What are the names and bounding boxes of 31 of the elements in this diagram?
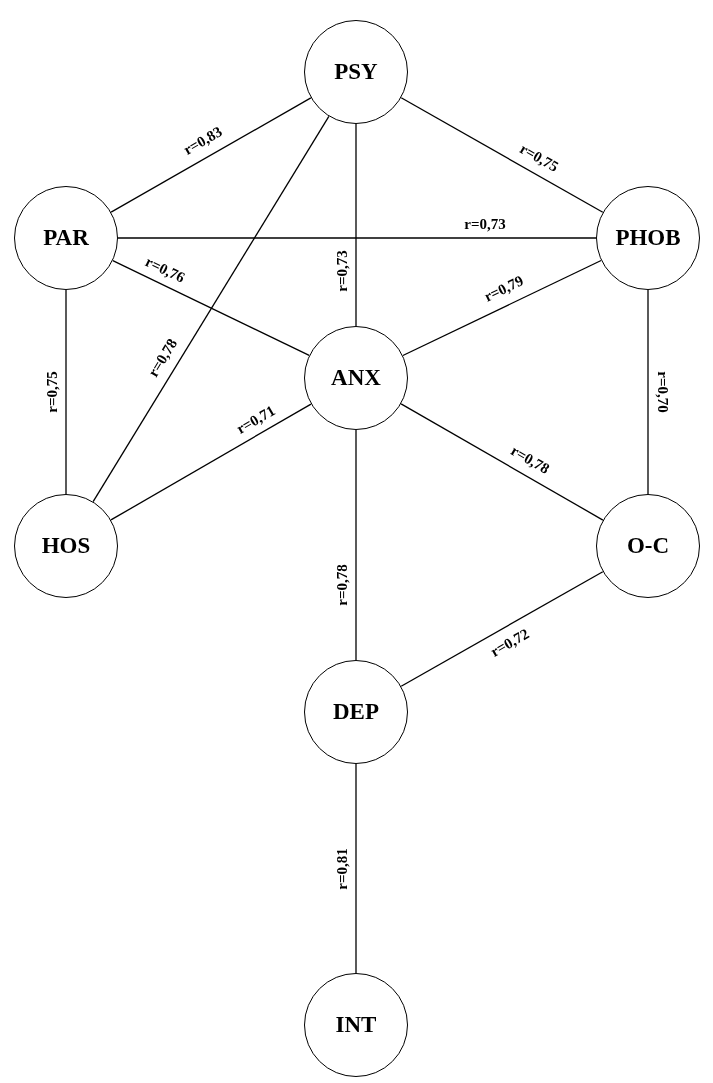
edge-label: r=0,75 [517, 140, 561, 175]
connector-line [402, 259, 602, 357]
edge-label: r=0,70 [654, 371, 670, 413]
connector-line [110, 403, 312, 521]
connector-line [110, 97, 312, 213]
connector-line [92, 115, 330, 503]
connector-line [355, 429, 357, 661]
connector-line [355, 123, 357, 327]
connector-line [647, 289, 649, 495]
node-label: ANX [331, 363, 381, 392]
connector-line [400, 403, 604, 521]
node-label: PHOB [615, 223, 681, 252]
connector-line [355, 763, 357, 974]
connector-line [400, 571, 604, 687]
edge-label: r=0,73 [464, 216, 506, 232]
edge-label: r=0,75 [44, 371, 60, 413]
node-label: DEP [333, 697, 379, 726]
edge-label: r=0,73 [334, 250, 350, 292]
edge-label: r=0,76 [142, 254, 187, 286]
node-label: PSY [334, 57, 378, 86]
connector-line [117, 237, 597, 239]
connector-line [65, 289, 67, 495]
node-label: INT [335, 1010, 377, 1039]
connector-line [112, 259, 310, 357]
node-label: HOS [41, 531, 91, 560]
connector-line [400, 97, 604, 213]
edge-label: r=0,78 [334, 564, 350, 606]
edge-label: r=0,81 [334, 847, 350, 890]
node-label: O-C [626, 531, 670, 560]
edge-label: r=0,78 [508, 443, 553, 477]
node-label: PAR [43, 223, 89, 252]
